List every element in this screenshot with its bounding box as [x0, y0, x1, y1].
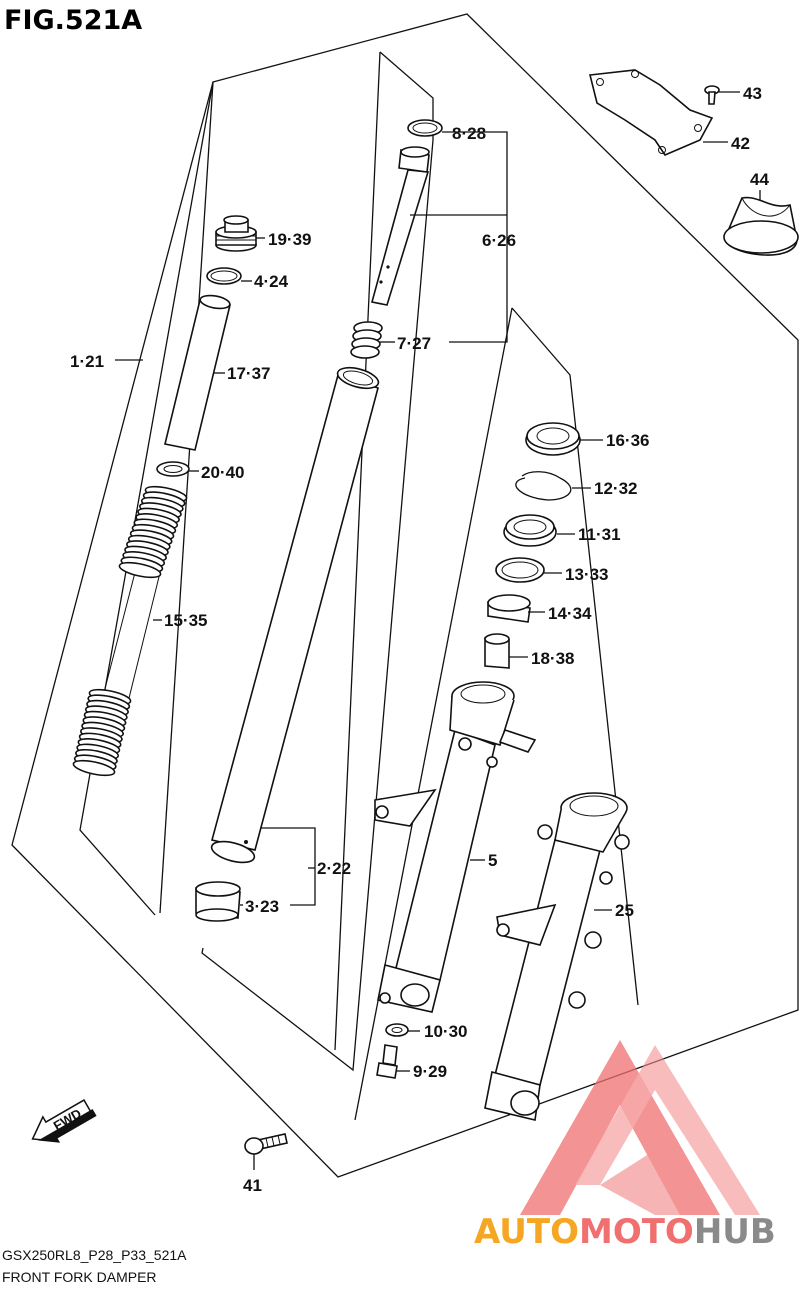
outer-tube-5-part[interactable] [374, 681, 537, 1013]
inner-tube-part[interactable] [209, 364, 380, 867]
callout-13: 13·33 [565, 565, 608, 584]
callout-43: 43 [743, 84, 762, 103]
callout-20: 20·40 [201, 463, 244, 482]
outer-boundary [11, 13, 799, 1178]
callout-1: 1·21 [70, 352, 104, 371]
callout-41: 41 [243, 1176, 262, 1195]
watermark-moto: MOTO [579, 1212, 694, 1252]
washer-part[interactable] [156, 461, 190, 477]
screw-43-part[interactable] [704, 85, 720, 105]
watermark-hub: HUB [694, 1212, 776, 1252]
callout-17: 17·37 [227, 364, 270, 383]
callout-42: 42 [731, 134, 750, 153]
outer-tube-25-part[interactable] [484, 792, 630, 1121]
model-code: GSX250RL8_P28_P33_521A [2, 1247, 187, 1263]
callout-25: 25 [615, 901, 634, 920]
callout-9: 9·29 [413, 1062, 447, 1081]
guide-bush-14-part[interactable] [487, 594, 531, 623]
bracket-42-part[interactable] [589, 69, 714, 156]
watermark-logo [520, 1040, 760, 1215]
callout-2: 2·22 [317, 859, 351, 878]
watermark-auto: AUTO [474, 1212, 579, 1252]
bolt-41-part[interactable] [244, 1133, 288, 1155]
callout-14: 14·34 [548, 604, 592, 623]
callout-16: 16·36 [606, 431, 649, 450]
callout-7: 7·27 [397, 334, 431, 353]
callout-8: 8·28 [452, 124, 486, 143]
callout-44: 44 [750, 170, 769, 189]
slide-bush-part[interactable] [195, 881, 241, 922]
callout-6: 6·26 [482, 231, 516, 250]
callout-15: 15·35 [164, 611, 207, 630]
spacer-tube-part[interactable] [164, 293, 231, 451]
watermark-text: AUTOMOTOHUB [474, 1212, 776, 1252]
callout-11: 11·31 [578, 525, 621, 544]
callout-4: 4·24 [254, 272, 289, 291]
oil-seal-16-part[interactable] [525, 422, 581, 456]
cover-44-part[interactable] [723, 196, 799, 256]
gasket-10-part[interactable] [385, 1023, 409, 1037]
callout-18: 18·38 [531, 649, 574, 668]
callout-12: 12·32 [594, 479, 637, 498]
damper-rod-part[interactable] [371, 146, 430, 306]
stopper-ring-12-part[interactable] [515, 471, 572, 501]
cap-bolt-part[interactable] [215, 215, 257, 252]
caption: FRONT FORK DAMPER [2, 1269, 157, 1285]
callout-3: 3·23 [245, 897, 279, 916]
rebound-spring-part[interactable] [350, 321, 383, 359]
spacer-18-part[interactable] [484, 633, 510, 669]
callout-labels: 19·39 4·24 1·21 17·37 20·40 15·35 8·28 6… [70, 84, 769, 1195]
seat-13-part[interactable] [495, 557, 545, 583]
callout-10: 10·30 [424, 1022, 467, 1041]
inner-boundary [201, 51, 434, 1072]
damper-bolt-9-part[interactable] [376, 1044, 398, 1079]
figure-title: FIG.521A [4, 5, 142, 36]
callout-5: 5 [488, 851, 497, 870]
o-ring-part[interactable] [206, 267, 242, 285]
callout-19: 19·39 [268, 230, 311, 249]
fwd-arrow-icon: FWD [31, 1099, 97, 1143]
fork-spring-part[interactable] [72, 484, 188, 778]
leader-lines [115, 91, 761, 1170]
outer-tube-boundary [511, 307, 639, 1006]
oil-seal-11-part[interactable] [503, 514, 557, 547]
